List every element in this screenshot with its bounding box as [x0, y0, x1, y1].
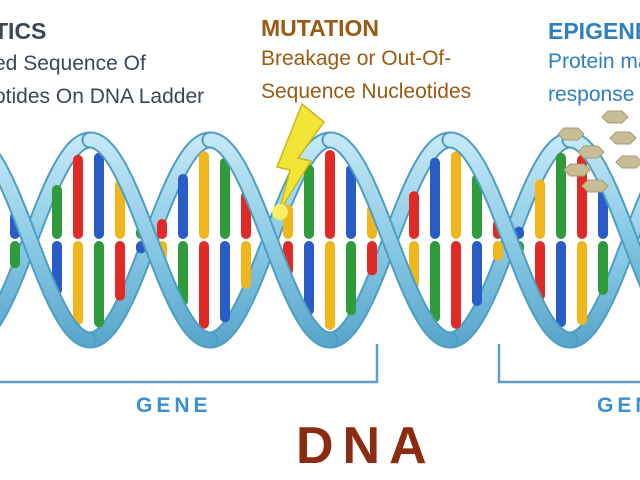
nucleotide-base: [346, 164, 356, 239]
nucleotide-base: [577, 241, 587, 326]
helix-ribbon: [563, 196, 640, 347]
genetics-heading: TICS: [0, 18, 47, 44]
nucleotide-base: [493, 241, 503, 261]
mutation-description-line-1: Breakage or Out-Of-: [261, 47, 452, 70]
nucleotide-base: [367, 241, 377, 276]
nucleotide-base: [535, 241, 545, 301]
protein-markers: [557, 110, 640, 193]
nucleotide-base: [451, 151, 461, 239]
protein-hexagon-icon: [581, 179, 609, 193]
protein-hexagon-icon: [615, 155, 640, 169]
dna-back-strand: [0, 131, 640, 349]
nucleotide-base: [115, 179, 125, 239]
protein-hexagon-icon: [557, 127, 585, 141]
nucleotide-base: [178, 241, 188, 307]
mutation-heading: MUTATION: [261, 15, 379, 41]
nucleotide-base: [199, 151, 209, 239]
gene-label-right: GEN: [597, 394, 640, 417]
nucleotide-base: [115, 241, 125, 301]
protein-hexagon-icon: [601, 110, 629, 124]
dna-main-label: DNA: [296, 417, 436, 475]
nucleotide-base: [220, 157, 230, 239]
nucleotide-base: [94, 241, 104, 328]
nucleotide-base: [304, 164, 314, 239]
nucleotide-base: [10, 241, 20, 269]
genetics-description-line-1: ed Sequence Of: [0, 52, 146, 75]
nucleotide-base: [430, 241, 440, 323]
protein-hexagon-icon: [577, 145, 605, 159]
nucleotide-base: [409, 191, 419, 239]
epigenetics-heading: EPIGENET: [548, 18, 640, 44]
nucleotide-base: [598, 241, 608, 295]
nucleotide-base: [472, 173, 482, 239]
nucleotide-base: [73, 241, 83, 326]
helix-ribbon: [323, 133, 457, 347]
nucleotide-base: [430, 157, 440, 239]
gene-label-left: GENE: [136, 394, 212, 417]
nucleotide-base: [178, 173, 188, 239]
nucleotide-base: [451, 241, 461, 329]
epigenetics-description-line-2: response t: [548, 83, 640, 106]
nucleotide-base: [220, 241, 230, 323]
gene-bracket-left: [0, 344, 379, 384]
nucleotide-base: [157, 219, 167, 239]
lightning-bolt-icon: [275, 102, 326, 213]
nucleotide-base: [241, 241, 251, 289]
nucleotide-base: [73, 154, 83, 239]
mutation-description-line-2: Sequence Nucleotides: [261, 80, 472, 103]
gene-bracket-right: [497, 344, 640, 384]
nucleotide-base: [472, 241, 482, 307]
nucleotide-base: [556, 152, 566, 239]
nucleotide-base: [199, 241, 209, 329]
helix-ribbon: [83, 133, 217, 347]
mutation-spark: [272, 204, 288, 220]
nucleotide-base: [556, 241, 566, 328]
nucleotide-base: [304, 241, 314, 316]
helix-ribbon: [0, 156, 95, 347]
helix-ribbon: [443, 133, 577, 347]
nucleotide-base: [346, 241, 356, 316]
protein-hexagon-icon: [563, 163, 591, 177]
helix-ribbon: [203, 133, 337, 347]
epigenetics-description-line-1: Protein ma: [548, 50, 640, 73]
nucleotide-base: [325, 241, 335, 330]
dna-front-strand: [0, 131, 640, 349]
nucleotide-base: [52, 185, 62, 239]
genetics-description-line-2: otides On DNA Ladder: [0, 85, 205, 108]
nucleotide-base: [325, 150, 335, 239]
nucleotide-base: [535, 179, 545, 239]
protein-hexagon-icon: [609, 131, 637, 145]
nucleotide-base: [94, 152, 104, 239]
